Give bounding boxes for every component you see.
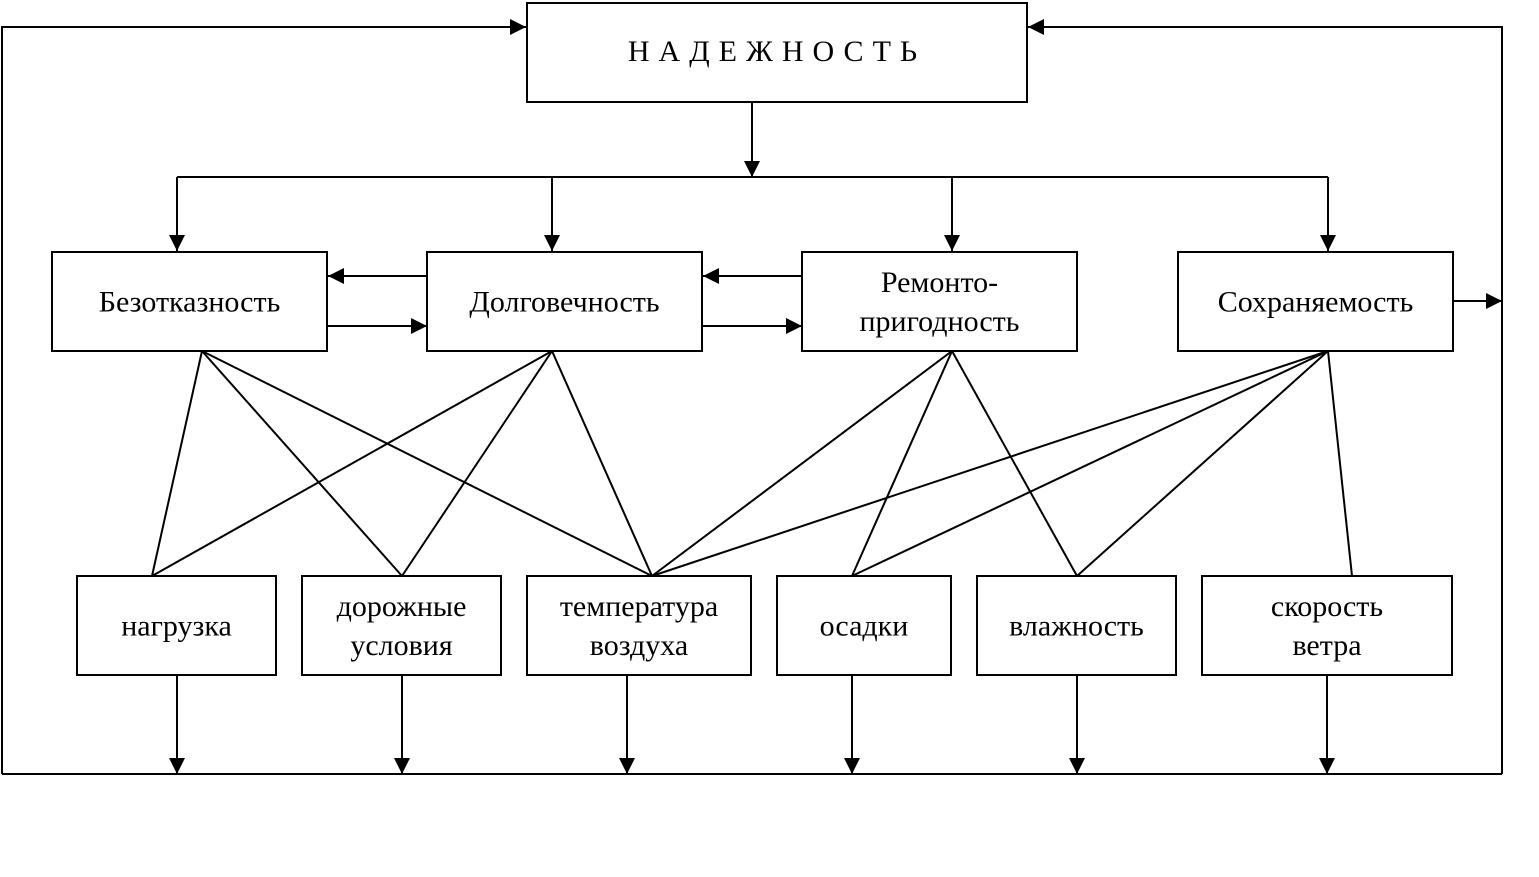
property-label: пригодность: [860, 305, 1020, 338]
influence-remontoprigodnost-vlazhnost: [951, 350, 1078, 577]
property-label: Безотказность: [99, 286, 281, 319]
property-sokhranyaemost: Сохраняемость: [1177, 251, 1454, 352]
influence-sokhranyaemost-vlazhnost: [1076, 350, 1329, 577]
influence-bezotkaznost-nagruzka: [151, 350, 203, 577]
factor-nodes: нагрузка дорожные условия температура воздух…: [76, 575, 1453, 676]
property-label: Долговечность: [469, 286, 659, 319]
property-dolgovechnost: Долговечность: [426, 251, 703, 352]
influence-sokhranyaemost-temperatura-vozdukha: [651, 350, 1329, 577]
influence-bezotkaznost-dorozhnye-usloviya: [201, 350, 403, 577]
property-nodes: Безотказность Долговечность Ремонто-пригод…: [51, 251, 1454, 352]
factor-label: дорожные: [337, 590, 467, 623]
factor-arrows: [169, 675, 1335, 774]
property-bezotkaznost: Безотказность: [51, 251, 328, 352]
influence-lines: [151, 350, 1353, 577]
factor-dorozhnye-usloviya: дорожные условия: [301, 575, 502, 676]
factor-skorost-vetra: скорость ветра: [1201, 575, 1453, 676]
factor-vlazhnost: влажность: [976, 575, 1177, 676]
property-label: Ремонто-: [881, 266, 998, 299]
factor-nagruzka: нагрузка: [76, 575, 277, 676]
influence-remontoprigodnost-temperatura-vozdukha: [651, 350, 953, 577]
influence-dolgovechnost-dorozhnye-usloviya: [401, 350, 553, 577]
property-remontoprigodnost: Ремонто-пригодность: [801, 251, 1078, 352]
factor-label: воздуха: [590, 629, 688, 662]
influence-sokhranyaemost-skorost-vetra: [1327, 350, 1353, 577]
factor-label: ветра: [1292, 629, 1361, 662]
factor-osadki: осадки: [776, 575, 952, 676]
feedback-loop: [1, 19, 1503, 775]
distribution-arrows: [169, 102, 1336, 251]
title-node: НАДЕЖНОСТЬ: [526, 2, 1028, 103]
influence-dolgovechnost-nagruzka: [151, 350, 553, 577]
factor-label: нагрузка: [121, 610, 232, 643]
factor-label: скорость: [1271, 590, 1383, 623]
factor-label: осадки: [820, 610, 909, 643]
factor-temperatura-vozdukha: температура воздуха: [526, 575, 752, 676]
factor-label: температура: [560, 590, 718, 623]
title-text: НАДЕЖНОСТЬ: [628, 35, 926, 68]
property-label: Сохраняемость: [1218, 286, 1414, 319]
property-link-arrows: [328, 268, 1502, 334]
factor-label: влажность: [1009, 610, 1144, 643]
factor-label: условия: [350, 629, 453, 662]
influence-dolgovechnost-temperatura-vozdukha: [551, 350, 653, 577]
influence-bezotkaznost-temperatura-vozdukha: [201, 350, 653, 577]
influence-remontoprigodnost-osadki: [851, 350, 953, 577]
influence-sokhranyaemost-osadki: [851, 350, 1329, 577]
